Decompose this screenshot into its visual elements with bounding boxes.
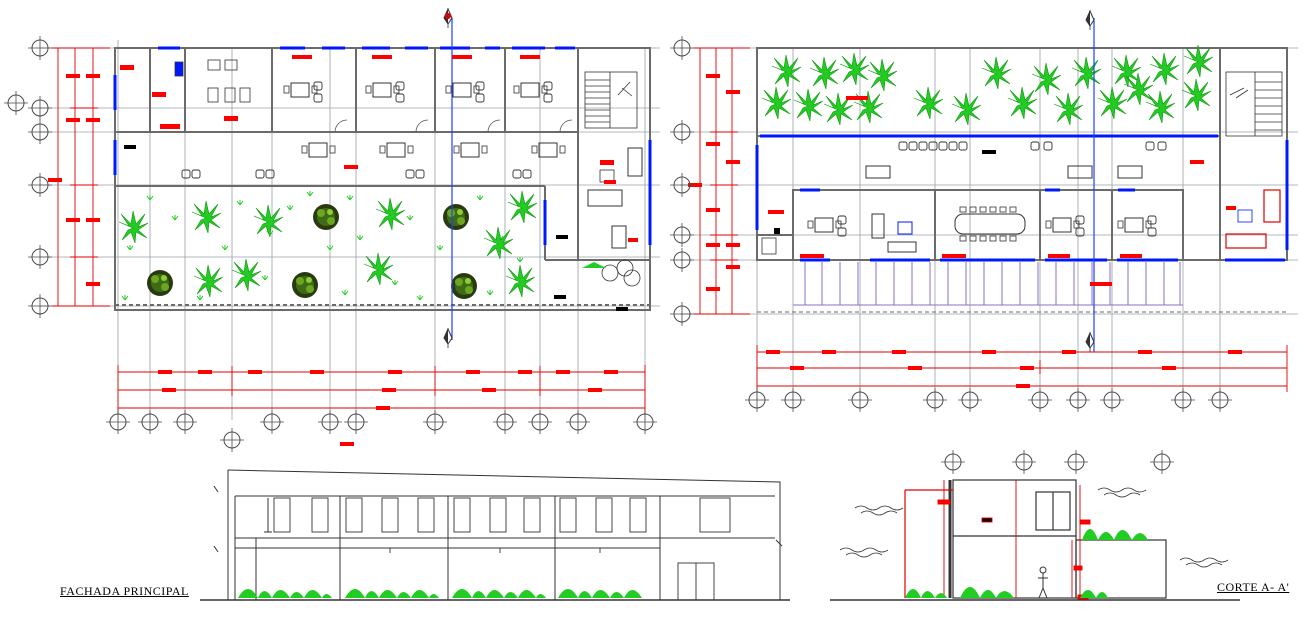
plan-second-black-tags — [774, 150, 996, 234]
plan-second-floor — [669, 9, 1298, 413]
plan-first-doors — [334, 119, 573, 133]
plan-second-section-line — [1085, 9, 1095, 353]
plan-second-stair-icon — [1225, 71, 1283, 137]
plan-first-tags — [48, 55, 638, 446]
facade-plants — [238, 589, 642, 598]
section-a-a — [830, 449, 1240, 601]
plan-second-grid-bubbles — [669, 35, 1233, 413]
section-plants — [905, 529, 1148, 598]
shrub-icon — [313, 204, 339, 230]
plan-first-garden — [118, 190, 538, 301]
plan-first-stair-icon — [584, 71, 638, 129]
human-figure-icon — [1038, 566, 1048, 599]
section-grid-bubbles — [940, 449, 1175, 475]
plan-second-tags — [688, 74, 1242, 388]
grid-bubble-icon — [27, 35, 53, 61]
plan-second-furniture — [761, 141, 1281, 255]
plan-first-floor — [3, 7, 660, 453]
plan-first-black-tags — [124, 145, 628, 311]
plan-second-balcony-railing — [757, 262, 1287, 313]
facade-dimension-marks — [213, 485, 783, 600]
plan-first-bathroom — [174, 59, 251, 103]
plan-first-section-line — [443, 7, 453, 349]
facade-title: FACHADA PRINCIPAL — [60, 584, 189, 598]
section-title: CORTE A- A' — [1217, 580, 1290, 594]
section-dimensions — [937, 480, 1091, 600]
facade-elevation — [200, 469, 790, 601]
plan-first-office-furniture — [181, 81, 643, 287]
section-clouds — [839, 487, 1229, 568]
plan-second-windows — [755, 134, 1289, 262]
plan-first-windows — [113, 46, 652, 245]
plan-first-dimensions — [52, 47, 646, 414]
facade-windows — [273, 497, 731, 601]
palm-plant-icon — [118, 210, 149, 244]
plan-second-roof-garden — [761, 44, 1214, 126]
